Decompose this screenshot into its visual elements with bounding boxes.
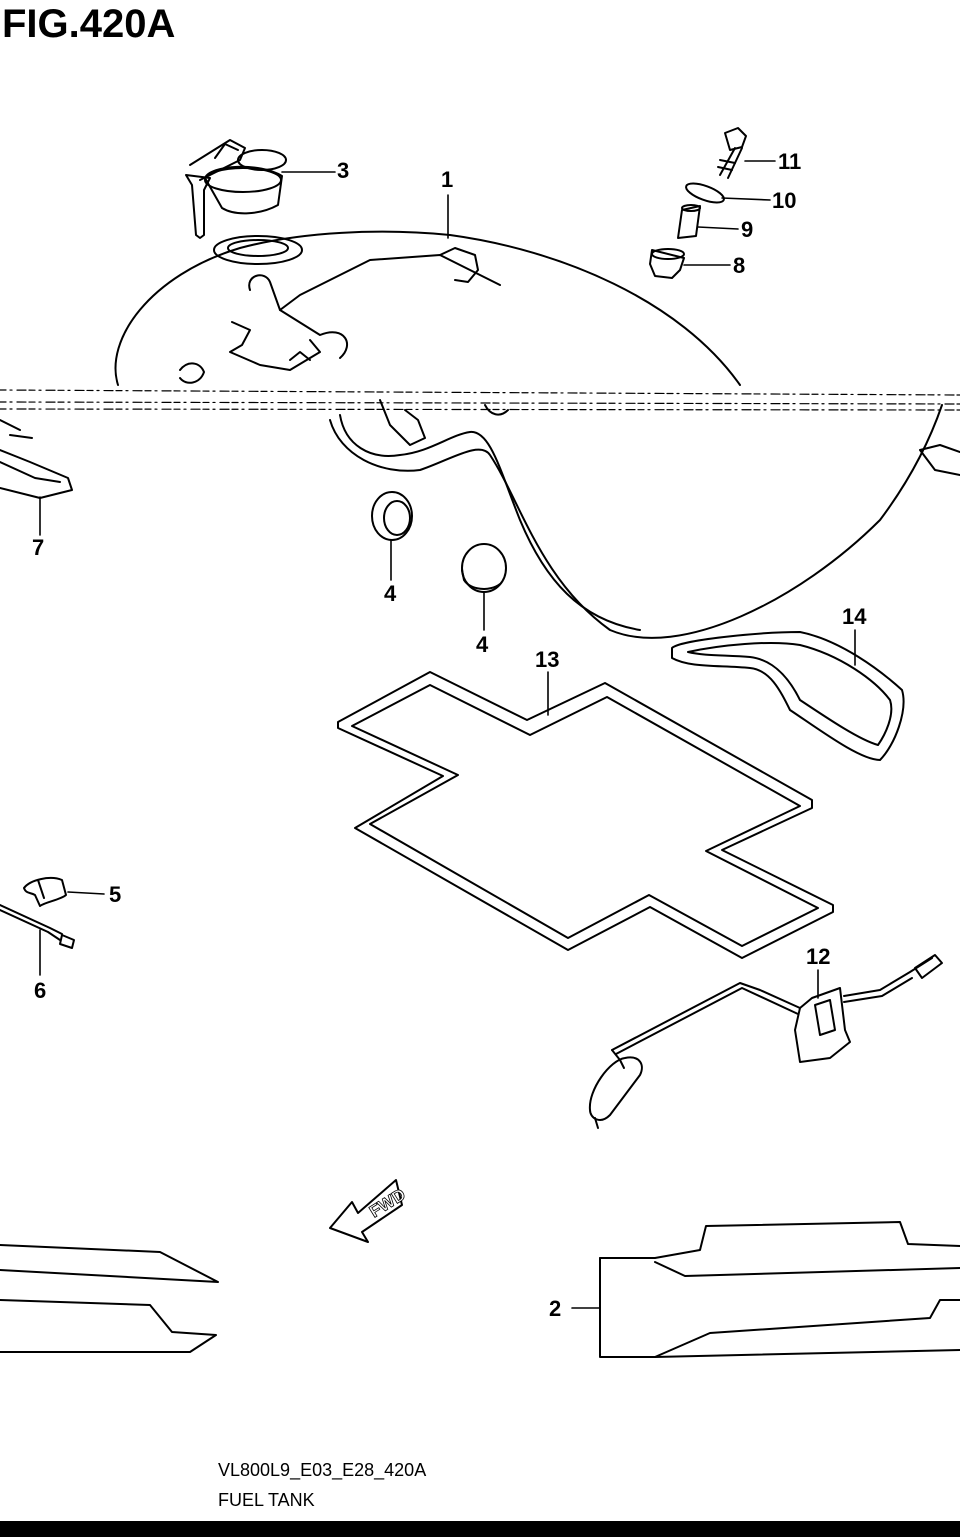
callout-12: 12 — [806, 944, 830, 969]
callout-2: 2 — [549, 1296, 561, 1321]
part-pad-13[interactable] — [337, 671, 834, 959]
callout-7: 7 — [32, 535, 44, 560]
figure-name: FUEL TANK — [218, 1490, 315, 1510]
part-clamp-5[interactable] — [23, 877, 67, 907]
callout-4b: 4 — [476, 632, 489, 657]
forward-arrow-icon — [329, 1179, 403, 1243]
part-fuel-cap[interactable] — [185, 139, 287, 239]
callout-1: 1 — [441, 167, 453, 192]
part-pad-14[interactable] — [671, 631, 905, 761]
part-cap-4b[interactable] — [461, 543, 507, 593]
part-fuel-tank[interactable] — [114, 230, 960, 639]
bottom-bar — [0, 1521, 960, 1537]
figure-title: FIG.420A — [2, 2, 176, 46]
torn-edge — [0, 389, 960, 411]
callout-14: 14 — [842, 604, 867, 629]
part-fuel-sensor-12[interactable] — [588, 954, 943, 1129]
part-collar-9[interactable] — [677, 204, 701, 239]
callout-13: 13 — [535, 647, 559, 672]
part-wire-6[interactable] — [0, 904, 75, 949]
part-trim-2[interactable] — [0, 1221, 960, 1358]
callout-4a: 4 — [384, 581, 397, 606]
callout-3: 3 — [337, 158, 349, 183]
part-cap-4a[interactable] — [371, 491, 413, 541]
callout-8: 8 — [733, 253, 745, 278]
leader-lines — [39, 160, 856, 1309]
part-washer-10[interactable] — [684, 180, 726, 207]
callout-5: 5 — [109, 882, 121, 907]
figure-code: VL800L9_E03_E28_420A — [218, 1460, 427, 1480]
part-cushion-8[interactable] — [649, 248, 685, 279]
part-bolt-11[interactable] — [717, 127, 747, 179]
part-mount-7[interactable] — [0, 419, 73, 499]
callout-10: 10 — [772, 188, 796, 213]
callout-9: 9 — [741, 217, 753, 242]
callout-11: 11 — [778, 149, 801, 174]
callout-6: 6 — [34, 978, 46, 1003]
